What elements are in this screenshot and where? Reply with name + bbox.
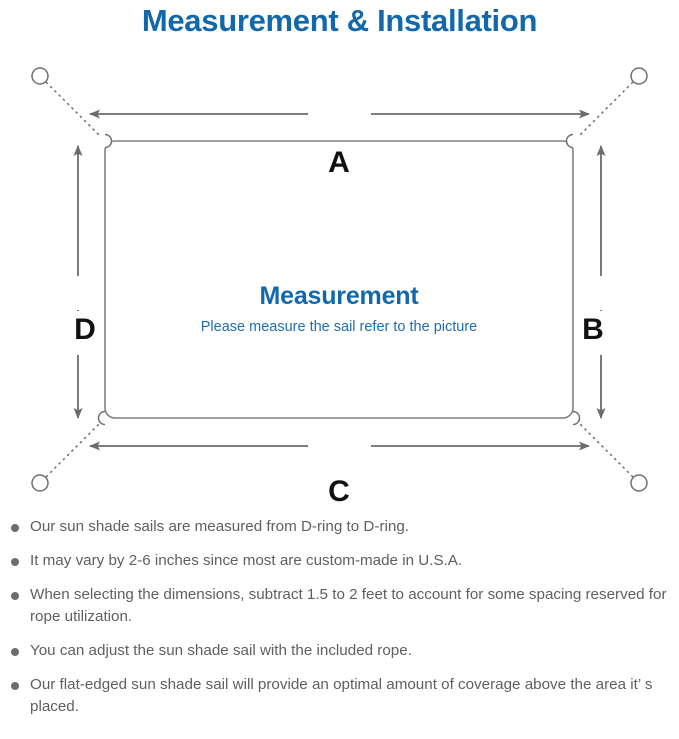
bullet-icon [11,648,19,656]
list-item-text: Our flat-edged sun shade sail will provi… [30,676,653,715]
d-ring-top-right [565,133,574,149]
measurement-heading: Measurement [259,282,419,310]
sail-outline [104,140,574,419]
list-item: Our sun shade sails are measured from D-… [0,516,679,538]
bullet-icon [11,682,19,690]
anchor-ring-top-right [630,67,648,85]
anchor-ring-bottom-left [31,474,49,492]
list-item: When selecting the dimensions, subtract … [0,584,679,628]
sun-shade-sail-measurement-diagram: A B C D Measurement Please measure the s… [0,48,679,513]
rope-bottom-left [45,421,102,478]
anchor-ring-bottom-right [630,474,648,492]
bullet-icon [11,592,19,600]
list-item-text: When selecting the dimensions, subtract … [30,586,667,625]
anchor-ring-top-left [31,67,49,85]
bullet-icon [11,558,19,566]
rope-top-left [45,81,102,138]
list-item-text: You can adjust the sun shade sail with t… [30,642,412,659]
list-item: You can adjust the sun shade sail with t… [0,640,679,662]
list-item: It may vary by 2-6 inches since most are… [0,550,679,572]
dimension-label-d: D [70,311,100,355]
dimension-label-a: A [318,146,360,182]
dimension-label-b: B [578,311,608,355]
d-ring-bottom-left [97,410,106,426]
measurement-subheading: Please measure the sail refer to the pic… [200,319,478,335]
measurement-caption: Measurement Please measure the sail refe… [105,280,573,338]
list-item: Our flat-edged sun shade sail will provi… [0,674,679,718]
notes-list: Our sun shade sails are measured from D-… [0,516,679,730]
list-item-text: Our sun shade sails are measured from D-… [30,518,409,535]
rope-bottom-right [577,421,634,478]
bullet-icon [11,524,19,532]
d-ring-top-left [104,133,113,149]
page-title: Measurement & Installation [141,3,538,38]
rope-top-right [577,81,634,138]
list-item-text: It may vary by 2-6 inches since most are… [30,552,463,569]
d-ring-bottom-right [572,410,581,426]
dimension-label-c: C [318,475,360,511]
